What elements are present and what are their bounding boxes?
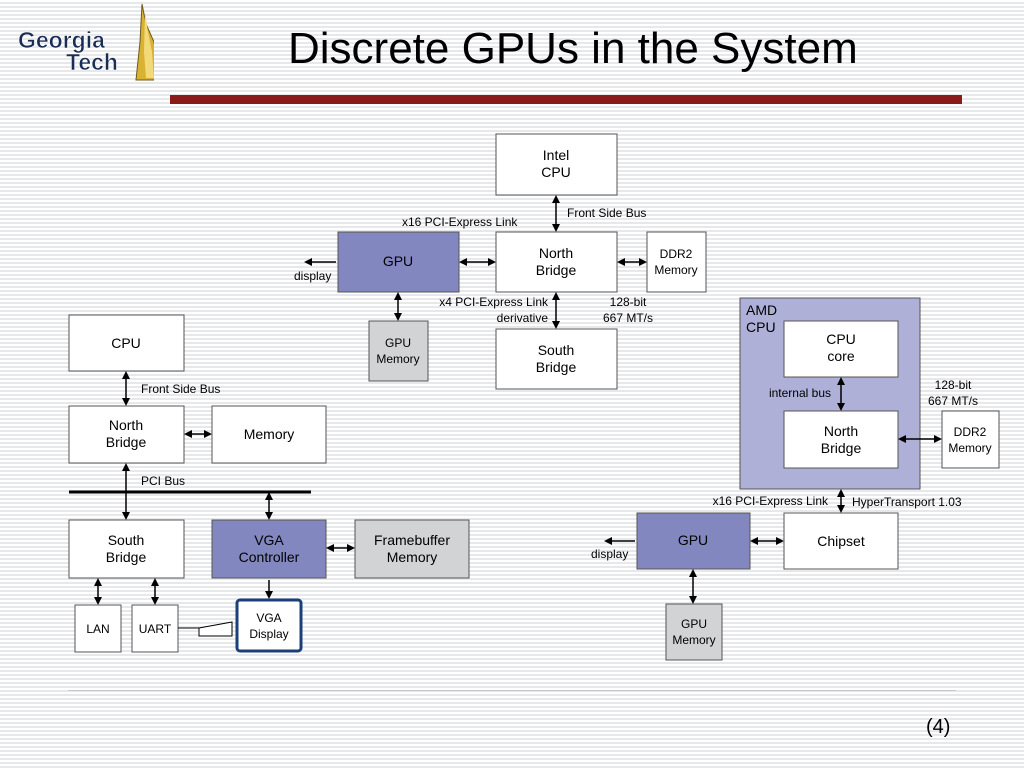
ddr2-memory-box bbox=[646, 231, 707, 293]
cpu-core-label-line1: CPU bbox=[826, 331, 856, 347]
chipset-box bbox=[783, 512, 899, 570]
left-memory-label: Memory bbox=[244, 426, 295, 442]
right-display-label: display bbox=[591, 547, 628, 561]
x4-link-label-line1: x4 PCI-Express Link bbox=[439, 295, 549, 309]
left-north-bridge-box bbox=[68, 405, 185, 464]
right-gpu-memory-label-line1: GPU bbox=[681, 617, 707, 631]
right-north-bridge-label-line2: Bridge bbox=[821, 440, 862, 456]
framebuffer-memory-label-line2: Memory bbox=[387, 549, 438, 565]
lan-box bbox=[74, 604, 122, 653]
right-gpu-memory-box bbox=[665, 603, 723, 661]
right-ddr2-memory-box bbox=[941, 410, 1000, 469]
ddr2-memory-label-line2: Memory bbox=[654, 263, 697, 277]
left-south-bridge-box bbox=[68, 519, 185, 579]
gpu-memory-box bbox=[368, 320, 429, 382]
south-bridge-box bbox=[495, 328, 618, 390]
bandwidth-label-line2: 667 MT/s bbox=[603, 311, 653, 325]
north-bridge-label-line1: North bbox=[539, 245, 573, 261]
gpu-box bbox=[337, 231, 460, 293]
right-north-bridge-label-line1: North bbox=[824, 423, 858, 439]
framebuffer-memory-label-line1: Framebuffer bbox=[374, 532, 450, 548]
right-x16-link-label: x16 PCI-Express Link bbox=[713, 494, 829, 508]
right-ddr2-memory-label-line1: DDR2 bbox=[954, 425, 987, 439]
x4-link-label-line2: derivative bbox=[497, 311, 549, 325]
amd-cpu-label-line1: AMD bbox=[746, 302, 777, 318]
left-system: CPU Front Side Bus North Bridge Memory P… bbox=[68, 314, 470, 653]
uart-box bbox=[131, 604, 179, 653]
gpu-label: GPU bbox=[383, 253, 413, 269]
right-bandwidth-label-line2: 667 MT/s bbox=[928, 394, 978, 408]
south-bridge-label-line2: Bridge bbox=[536, 359, 577, 375]
front-side-bus-label: Front Side Bus bbox=[567, 206, 646, 220]
ddr2-memory-label-line1: DDR2 bbox=[660, 247, 693, 261]
amd-cpu-label-line2: CPU bbox=[746, 319, 776, 335]
north-bridge-label-line2: Bridge bbox=[536, 262, 577, 278]
vga-controller-box bbox=[211, 519, 327, 579]
cpu-core-label-line2: core bbox=[827, 348, 854, 364]
right-bandwidth-label-line1: 128-bit bbox=[935, 378, 972, 392]
x16-link-label: x16 PCI-Express Link bbox=[402, 215, 518, 229]
south-bridge-label-line1: South bbox=[538, 342, 575, 358]
intel-cpu-label-line2: CPU bbox=[541, 164, 571, 180]
right-gpu-label: GPU bbox=[678, 532, 708, 548]
right-ddr2-memory-label-line2: Memory bbox=[948, 441, 991, 455]
gpu-memory-label-line2: Memory bbox=[376, 352, 419, 366]
framebuffer-memory-box bbox=[354, 519, 470, 579]
top-system: Intel CPU Front Side Bus x16 PCI-Express… bbox=[294, 133, 707, 390]
display-label: display bbox=[294, 269, 331, 283]
left-south-bridge-label-line1: South bbox=[108, 532, 145, 548]
georgia-tech-logo: Georgia Tech bbox=[18, 3, 154, 81]
logo-text-tech: Tech bbox=[66, 49, 118, 75]
gpu-memory-label-line1: GPU bbox=[385, 336, 411, 350]
vga-controller-label-line2: Controller bbox=[239, 549, 300, 565]
slide-title: Discrete GPUs in the System bbox=[288, 24, 858, 73]
page-number: (4) bbox=[926, 716, 951, 738]
left-north-bridge-label-line1: North bbox=[109, 417, 143, 433]
hypertransport-label: HyperTransport 1.03 bbox=[852, 495, 962, 509]
uart-label: UART bbox=[139, 622, 172, 636]
chipset-label: Chipset bbox=[817, 533, 865, 549]
cpu-core-box bbox=[783, 320, 899, 378]
lan-label: LAN bbox=[86, 622, 109, 636]
left-memory-box bbox=[211, 405, 327, 464]
vga-controller-label-line1: VGA bbox=[254, 532, 284, 548]
left-south-bridge-label-line2: Bridge bbox=[106, 549, 147, 565]
logo-text-georgia: Georgia bbox=[18, 27, 105, 53]
uart-connector-shape bbox=[198, 621, 233, 637]
left-front-side-bus-label: Front Side Bus bbox=[141, 382, 220, 396]
right-system: AMD CPU CPU core internal bus North Brid… bbox=[591, 297, 1000, 661]
footer-divider bbox=[68, 690, 956, 691]
left-cpu-label: CPU bbox=[111, 335, 141, 351]
vga-display-box bbox=[235, 598, 303, 653]
vga-display-label-line1: VGA bbox=[256, 611, 281, 625]
bandwidth-label-line1: 128-bit bbox=[610, 295, 647, 309]
internal-bus-label: internal bus bbox=[769, 386, 831, 400]
left-north-bridge-label-line2: Bridge bbox=[106, 434, 147, 450]
intel-cpu-label-line1: Intel bbox=[543, 147, 569, 163]
right-gpu-memory-label-line2: Memory bbox=[672, 633, 715, 647]
pci-bus-label: PCI Bus bbox=[141, 474, 185, 488]
title-underline-rule bbox=[170, 95, 962, 104]
intel-cpu-box bbox=[495, 133, 618, 196]
vga-display-label-line2: Display bbox=[249, 627, 288, 641]
